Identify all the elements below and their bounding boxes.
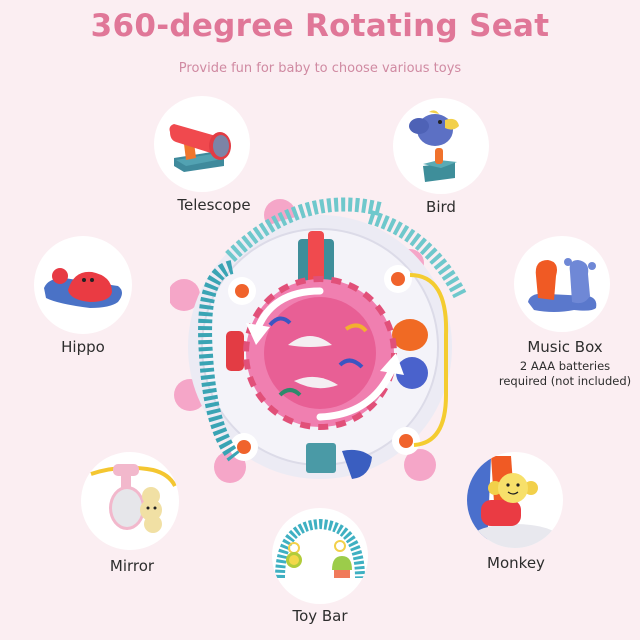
telescope-icon [169, 124, 231, 172]
monkey-feature-circle [467, 452, 563, 548]
hippo-label: Hippo [61, 338, 105, 356]
hippo-feature-circle [34, 236, 132, 334]
page-title: 360-degree Rotating Seat [90, 8, 550, 44]
bird-label: Bird [426, 198, 456, 216]
bird-icon [409, 110, 459, 182]
activity-seat-illustration [170, 197, 467, 483]
toy-bar-label: Toy Bar [292, 607, 348, 625]
rotating-activity-seat [170, 195, 470, 495]
toy-bar-feature-circle [272, 508, 368, 604]
battery-note-line2: required (not included) [498, 374, 632, 388]
monkey-label: Monkey [487, 554, 545, 572]
page-subtitle: Provide fun for baby to choose various t… [178, 61, 462, 76]
music-box-label: Music Box [527, 338, 603, 356]
telescope-label: Telescope [177, 196, 251, 214]
hippo-icon [44, 268, 122, 308]
mirror-icon [90, 464, 177, 533]
music-box-icon [528, 258, 597, 312]
mirror-feature-circle [81, 452, 179, 550]
monkey-icon [467, 456, 559, 548]
toy-bar-icon [275, 518, 365, 579]
music-box-feature-circle [514, 236, 610, 332]
battery-note-line1: 2 AAA batteries [519, 359, 611, 373]
bird-feature-circle [393, 98, 489, 194]
mirror-label: Mirror [109, 557, 155, 575]
telescope-feature-circle [154, 96, 250, 192]
